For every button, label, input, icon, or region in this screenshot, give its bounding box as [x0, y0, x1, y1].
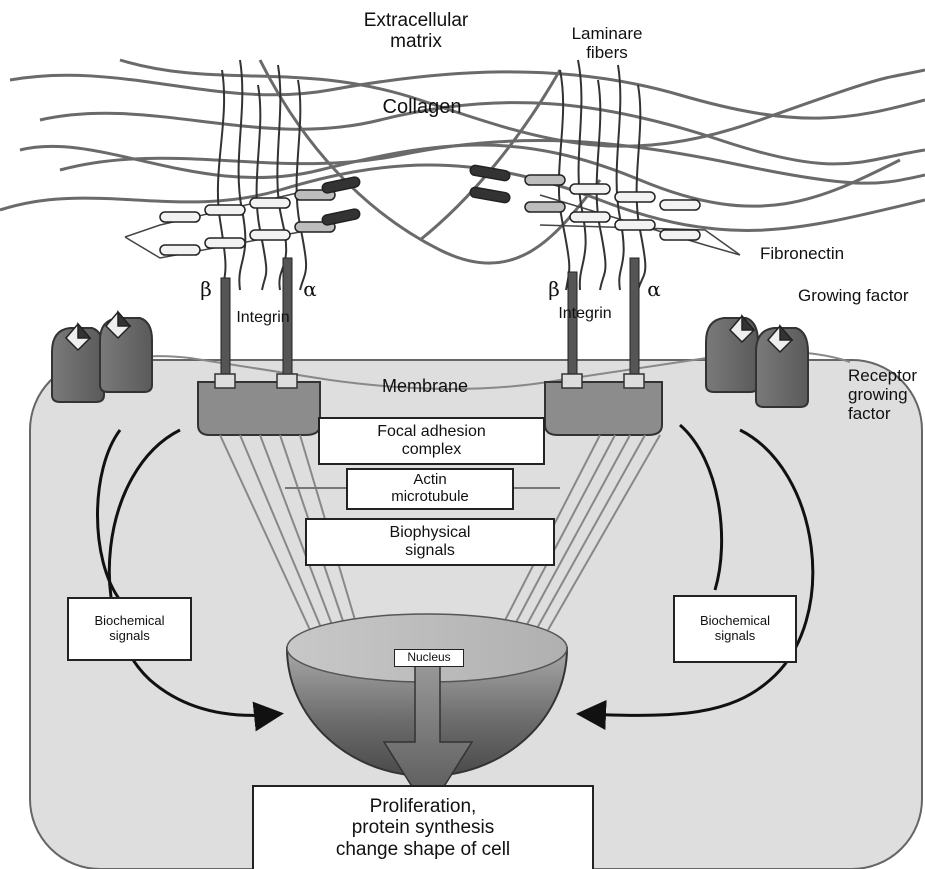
biophysical-line-1: Biophysical: [390, 524, 471, 542]
focal-adhesion-line-1: Focal adhesion: [377, 423, 486, 441]
label-laminare-fibers: Laminare fibers: [552, 24, 662, 62]
biochemical-left-line-2: signals: [109, 629, 149, 644]
box-biochemical-signals-left: Biochemical signals: [67, 597, 192, 661]
label-fibronectin: Fibronectin: [760, 244, 880, 263]
biochemical-left-line-1: Biochemical: [94, 614, 164, 629]
label-membrane: Membrane: [360, 376, 490, 396]
label-receptor-growing-factor: Receptor growing factor: [848, 366, 924, 423]
receptor-left: [52, 318, 152, 402]
label-integrin-left: Integrin: [218, 309, 308, 327]
box-actin-microtubule: Actin microtubule: [346, 468, 514, 510]
laminare-fibers-line-1: Laminare: [552, 24, 662, 43]
actin-line-1: Actin: [413, 472, 446, 489]
extracellular-matrix-line-1: Extracellular: [346, 10, 486, 31]
label-alpha-right: α: [644, 278, 664, 300]
outcome-line-1: Proliferation,: [370, 796, 477, 817]
focal-adhesion-line-2: complex: [402, 441, 462, 459]
outcome-line-3: change shape of cell: [336, 839, 510, 860]
box-biophysical-signals: Biophysical signals: [305, 518, 555, 566]
laminare-fibers-line-2: fibers: [552, 43, 662, 62]
label-alpha-left: α: [300, 278, 320, 300]
actin-line-2: microtubule: [391, 489, 469, 506]
outcome-line-2: protein synthesis: [352, 817, 495, 838]
receptor-line-3: factor: [848, 404, 924, 423]
label-beta-left: β: [196, 278, 216, 300]
label-beta-right: β: [544, 278, 564, 300]
receptor-line-1: Receptor: [848, 366, 924, 385]
label-collagen: Collagen: [362, 96, 482, 118]
focal-adhesion-pad-right: [545, 382, 662, 435]
focal-adhesion-pad-left: [198, 382, 320, 435]
receptor-line-2: growing: [848, 385, 924, 404]
box-outcome: Proliferation, protein synthesis change …: [252, 785, 594, 869]
label-growing-factor: Growing factor: [798, 286, 923, 305]
biophysical-line-2: signals: [405, 542, 455, 560]
extracellular-matrix-line-2: matrix: [346, 31, 486, 52]
biochemical-right-line-2: signals: [715, 629, 755, 644]
box-nucleus: Nucleus: [394, 649, 464, 667]
label-extracellular-matrix: Extracellular matrix: [346, 10, 486, 53]
box-biochemical-signals-right: Biochemical signals: [673, 595, 797, 663]
label-integrin-right: Integrin: [540, 305, 630, 323]
box-focal-adhesion-complex: Focal adhesion complex: [318, 417, 545, 465]
biochemical-right-line-1: Biochemical: [700, 614, 770, 629]
